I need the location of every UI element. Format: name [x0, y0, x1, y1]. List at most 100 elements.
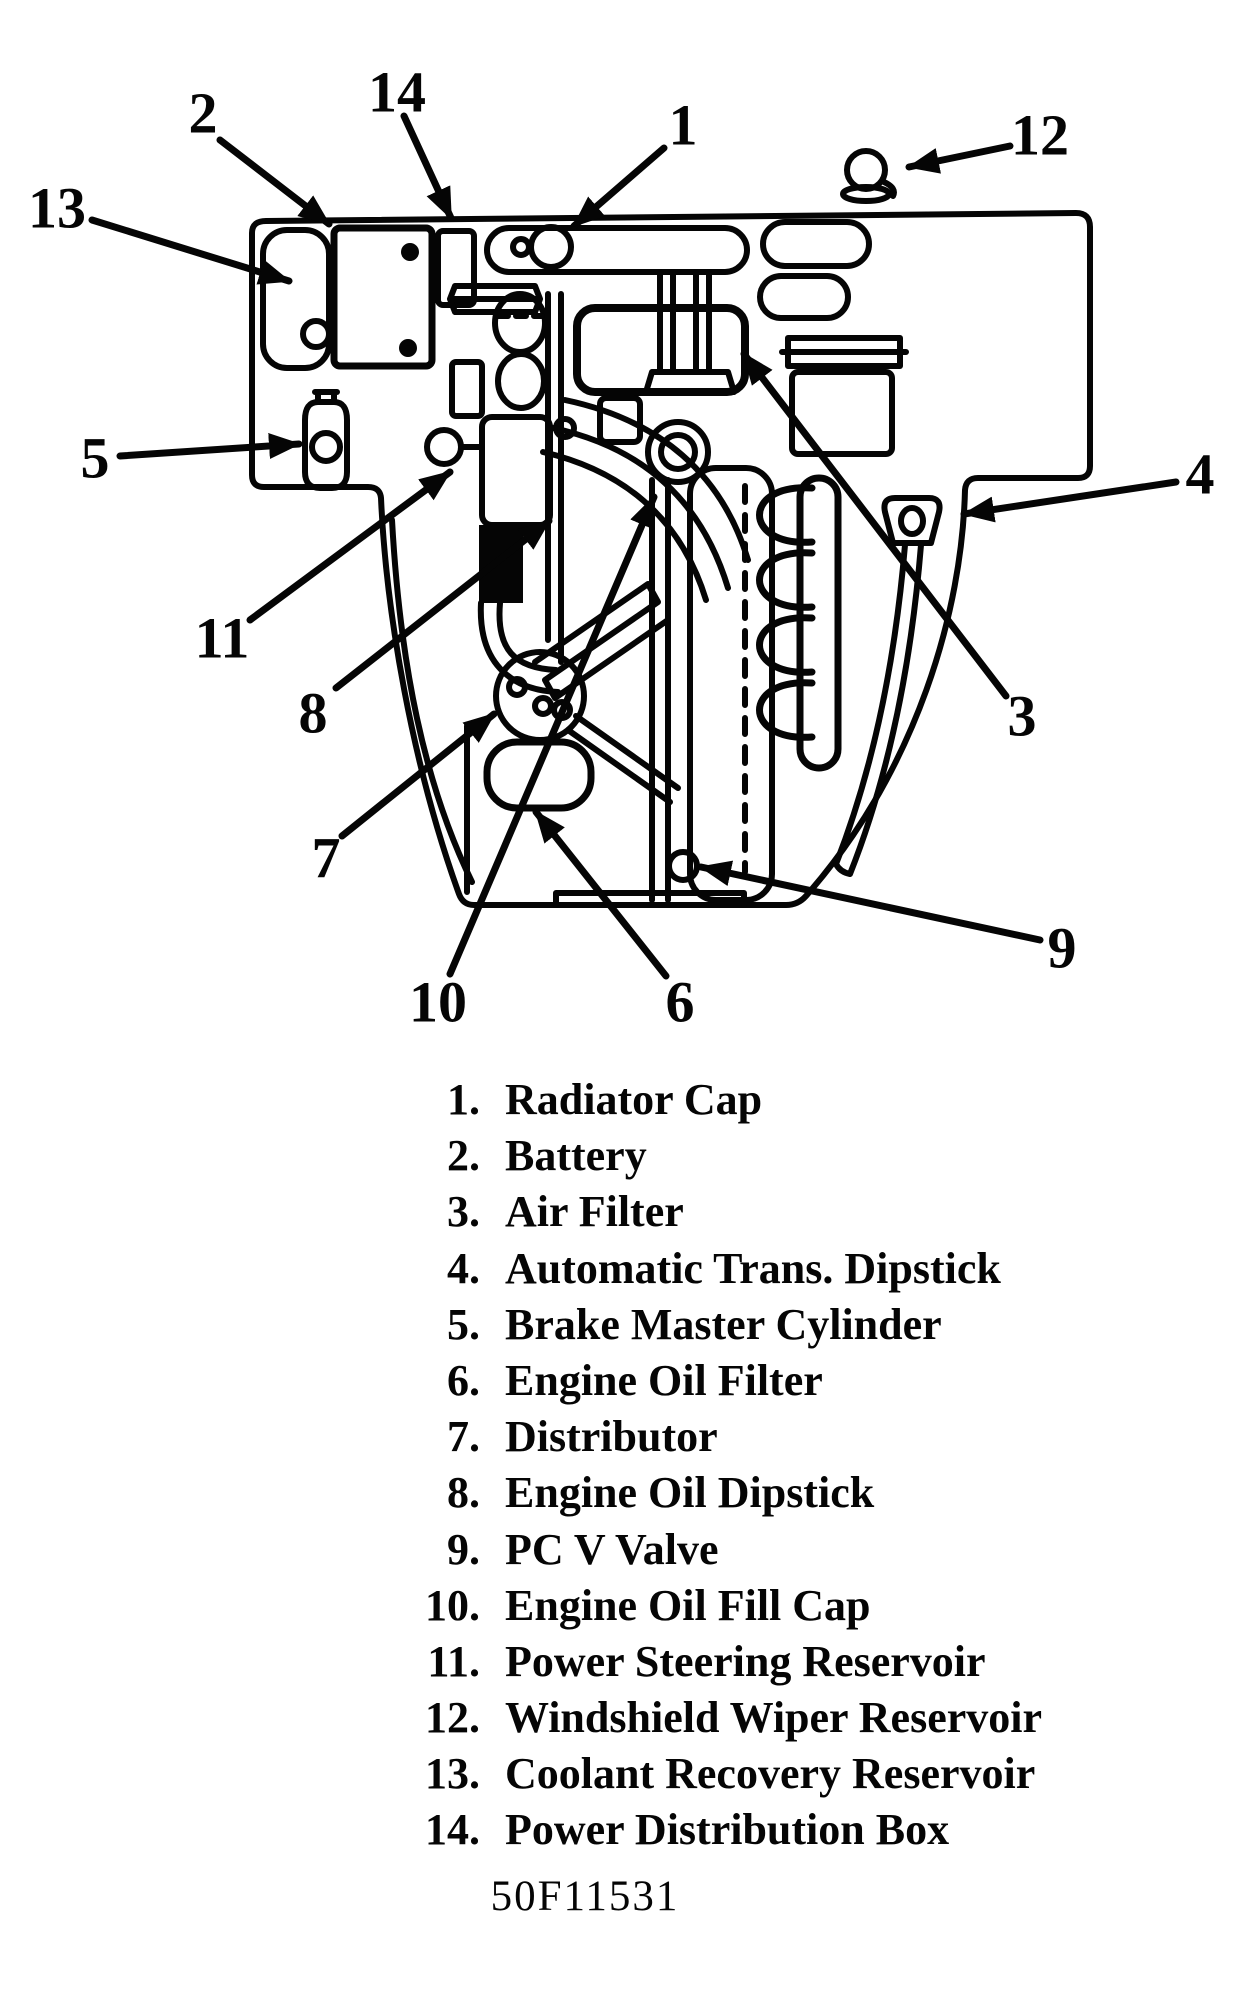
legend-item: 3. Air Filter — [412, 1184, 1042, 1240]
legend-item-number: 4. — [447, 1243, 480, 1293]
radiator-bracket — [643, 269, 737, 395]
legend-item-number: 13. — [425, 1749, 480, 1799]
callout-number-10: 10 — [409, 970, 467, 1035]
arrow-5 — [116, 433, 303, 460]
legend-item-number: 14. — [425, 1805, 480, 1855]
lower-elbows — [477, 600, 561, 695]
engine-side-panel — [687, 465, 775, 903]
legend-item: 13. Coolant Recovery Reservoir — [412, 1746, 1042, 1802]
radiator-support — [484, 225, 750, 275]
arrow-8 — [332, 517, 553, 692]
legend-item-number: 5. — [447, 1299, 480, 1349]
legend-item-label: Automatic Trans. Dipstick — [505, 1243, 1001, 1293]
compressor-pulleys — [779, 335, 909, 369]
legend-item: 11. Power Steering Reservoir — [412, 1634, 1042, 1690]
legend-item: 4. Automatic Trans. Dipstick — [412, 1241, 1042, 1297]
arrow-10 — [446, 493, 658, 978]
coolant-recovery-reservoir — [260, 227, 332, 371]
arrow-11 — [246, 468, 454, 624]
legend-item: 7. Distributor — [412, 1409, 1042, 1465]
oil-pan-skid — [553, 890, 747, 908]
callout-number-11: 11 — [195, 606, 250, 671]
alternator-pulley — [447, 283, 543, 315]
engine-bay-art — [249, 148, 1093, 908]
arrow-3 — [740, 350, 1010, 700]
callout-number-6: 6 — [666, 970, 695, 1035]
legend-item-number: 11. — [427, 1636, 480, 1686]
legend-item-number: 7. — [447, 1412, 480, 1462]
windshield-wiper-cap — [840, 148, 897, 204]
block-edges — [464, 477, 671, 903]
legend-item: 6. Engine Oil Filter — [412, 1353, 1042, 1409]
exhaust-flange — [796, 474, 842, 772]
battery-terminal — [399, 339, 417, 357]
arrow-4 — [960, 478, 1180, 523]
legend-item: 12. Windshield Wiper Reservoir — [412, 1690, 1042, 1746]
legend-item-number: 9. — [447, 1524, 480, 1574]
engine-bay-outline — [249, 210, 1093, 908]
callout-number-2: 2 — [189, 81, 218, 146]
legend-item: 1.Radiator Cap — [412, 1072, 1042, 1128]
power-steering-reservoir — [479, 414, 553, 528]
intake-oval — [495, 351, 547, 411]
legend-item-label: Brake Master Cylinder — [505, 1299, 942, 1349]
callout-number-4: 4 — [1186, 442, 1215, 507]
callout-number-12: 12 — [1011, 103, 1069, 168]
legend-item-number: 2. — [447, 1131, 480, 1181]
arrow-2 — [216, 136, 333, 228]
engine-oil-fill-cap — [645, 419, 711, 485]
legend-item-label: Engine Oil Dipstick — [505, 1468, 875, 1518]
legend-item-label: Radiator Cap — [505, 1075, 763, 1124]
legend-item-number: 3. — [447, 1187, 480, 1237]
callout-number-13: 13 — [28, 176, 86, 241]
legend-item-label: Power Steering Reservoir — [505, 1636, 986, 1686]
callout-number-9: 9 — [1048, 916, 1077, 981]
battery-terminal — [401, 243, 419, 261]
legend-item-label: Windshield Wiper Reservoir — [505, 1693, 1043, 1743]
legend-item-label: Engine Oil Fill Cap — [505, 1580, 871, 1630]
legend-item: 8.Engine Oil Dipstick — [412, 1465, 1042, 1521]
brake-master-cylinder — [302, 389, 350, 491]
distributor-tower — [506, 676, 528, 698]
reservoir-bracket — [449, 359, 485, 419]
pcv-valve — [666, 849, 700, 883]
legend-item-number: 12. — [425, 1693, 480, 1743]
power-steering-cap — [424, 427, 464, 467]
arrow-13 — [88, 216, 293, 285]
callout-number-7: 7 — [312, 826, 341, 891]
legend-item-label: Power Distribution Box — [505, 1805, 950, 1855]
legend-item-label: Coolant Recovery Reservoir — [505, 1749, 1036, 1799]
callout-number-1: 1 — [669, 93, 698, 158]
legend-item-label: Engine Oil Filter — [505, 1355, 823, 1405]
exhaust-runners — [756, 484, 816, 741]
air-filter — [573, 304, 749, 396]
legend-item-label: Air Filter — [505, 1187, 684, 1237]
legend-item-label: Distributor — [505, 1412, 718, 1462]
arrow-9 — [697, 860, 1044, 944]
legend-item: 14. Power Distribution Box — [412, 1802, 1042, 1858]
radiator-cap — [528, 224, 574, 270]
callout-number-3: 3 — [1008, 684, 1037, 749]
callout-number-8: 8 — [299, 681, 328, 746]
arrow-14 — [400, 112, 455, 222]
arrow-12 — [905, 142, 1014, 174]
engine-oil-fill-cap-inner — [658, 432, 698, 472]
radiator-hose — [757, 273, 851, 321]
engine-oil-filter — [483, 738, 595, 812]
arrow-7 — [338, 710, 498, 840]
legend-item-number: 6. — [447, 1355, 480, 1405]
legend-item-label: Battery — [505, 1131, 647, 1181]
arrow-6 — [532, 808, 670, 980]
legend-item: 9.PC V Valve — [412, 1522, 1042, 1578]
legend-item: 10.Engine Oil Fill Cap — [412, 1578, 1042, 1634]
cap-bracket — [597, 395, 643, 445]
legend-item: 2. Battery — [412, 1128, 1042, 1184]
callout-arrows — [88, 112, 1180, 980]
left-fender-inner-line — [389, 517, 475, 885]
distributor-tower — [532, 695, 554, 717]
callout-number-14: 14 — [368, 60, 426, 125]
